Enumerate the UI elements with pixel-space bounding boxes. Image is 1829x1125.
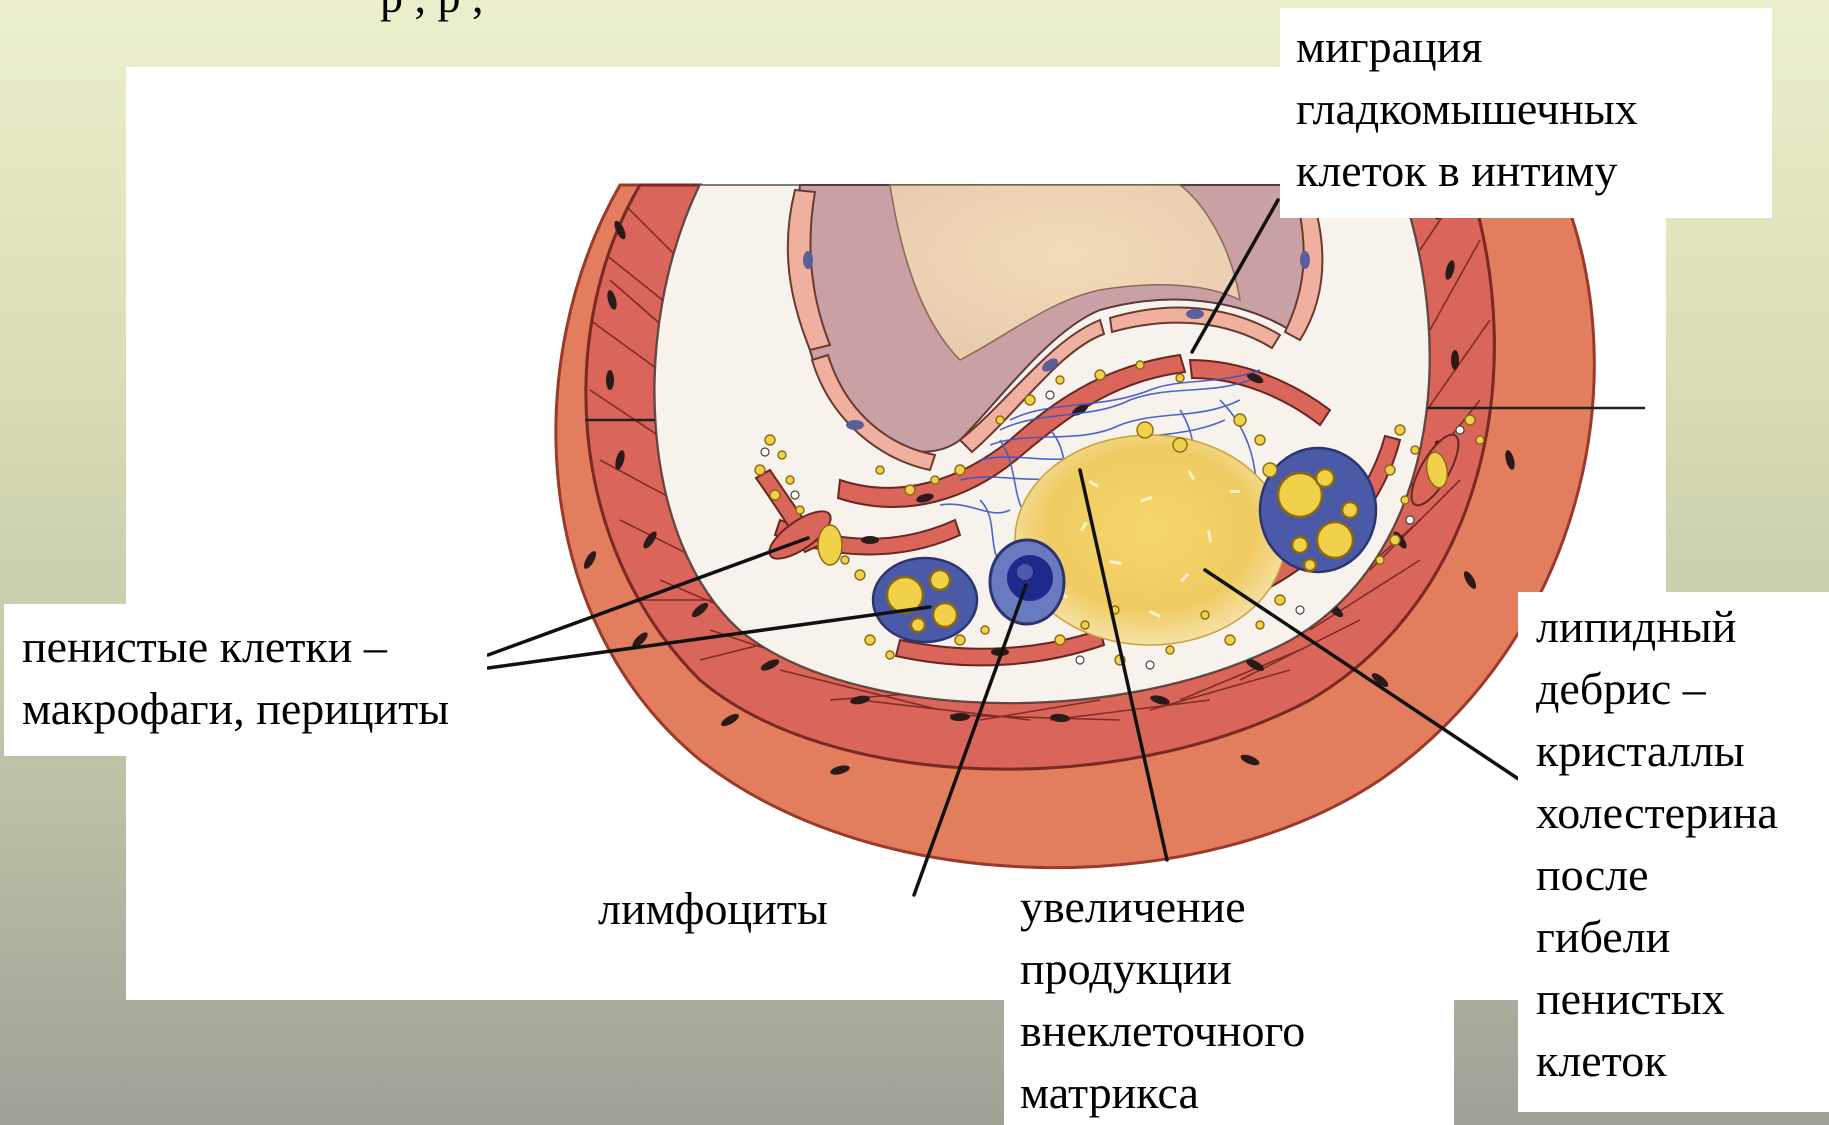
label-line: кристаллы [1536,720,1829,782]
label-foam-cells: пенистые клетки – макрофаги, перициты [4,604,487,756]
label-line: лимфоциты [598,878,886,940]
foam-cell-right [1260,448,1376,572]
label-line: холестерина [1536,782,1829,844]
lymphocyte-cell [990,540,1064,624]
label-line: дебрис – [1536,658,1829,720]
label-lipid-debris: липидный дебрис – кристаллы холестерина … [1518,592,1829,1112]
label-line: пенистые клетки – [22,616,487,678]
label-extracellular-matrix: увеличение продукции внеклеточного матри… [1004,876,1454,1125]
label-line: макрофаги, перициты [22,678,487,740]
label-line: гладкомышечных [1296,78,1772,140]
label-smooth-muscle-migration: миграция гладкомышечных клеток в интиму [1280,8,1772,218]
label-line: внеклеточного [1020,1000,1454,1062]
foam-cell-left [873,558,977,642]
label-line: пенистых [1536,968,1829,1030]
label-line: гибели [1536,906,1829,968]
label-line: продукции [1020,938,1454,1000]
label-line: увеличение [1020,876,1454,938]
label-line: после [1536,844,1829,906]
label-lymphocytes: лимфоциты [596,878,886,948]
label-line: миграция [1296,16,1772,78]
label-line: клеток [1536,1030,1829,1092]
label-line: липидный [1536,596,1829,658]
label-line: клеток в интиму [1296,140,1772,202]
label-line: матрикса [1020,1062,1454,1124]
lipid-core [1015,435,1285,645]
